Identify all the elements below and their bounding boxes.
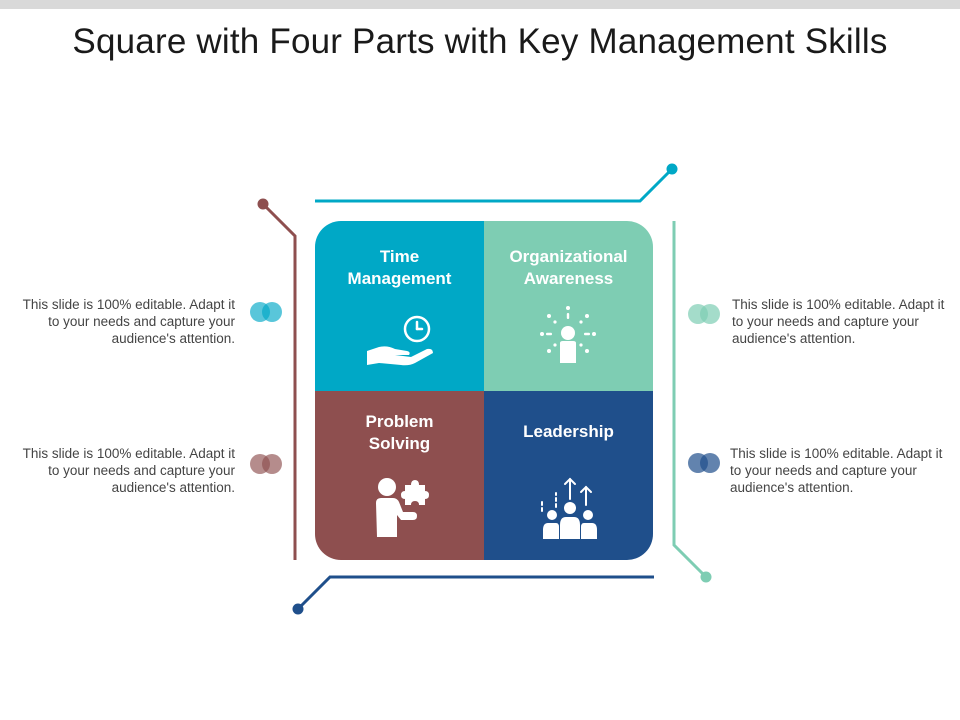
note-bottom-right: This slide is 100% editable. Adapt it to…	[730, 446, 943, 495]
quadrant-problem-solving: Problem Solving	[315, 390, 484, 560]
quadrant-time-management: Time Management	[315, 221, 484, 391]
team-growth-icon	[541, 477, 597, 539]
quadrant-label: Time Management	[347, 247, 452, 288]
note-top-right: This slide is 100% editable. Adapt it to…	[732, 297, 945, 346]
quadrant-organizational-awareness: Organizational Awareness	[484, 221, 653, 391]
quadrant-label: Organizational Awareness	[509, 247, 628, 288]
mint-connector-line	[672, 221, 712, 583]
teal-connector-line	[315, 163, 678, 203]
person-radiating-icon	[540, 306, 596, 363]
slide-title: Square with Four Parts with Key Manageme…	[72, 22, 888, 61]
quadrant-label: Problem Solving	[365, 411, 434, 453]
top-bar	[0, 0, 960, 9]
navy-connector-line	[292, 575, 654, 615]
teal-rings-icon	[250, 302, 282, 322]
person-puzzle-icon	[376, 477, 429, 537]
mint-rings-icon	[688, 304, 720, 324]
hand-clock-icon	[367, 315, 433, 366]
note-top-left: This slide is 100% editable. Adapt it to…	[22, 297, 235, 346]
note-bottom-left: This slide is 100% editable. Adapt it to…	[22, 446, 235, 495]
quadrant-label: Leadership	[523, 421, 614, 441]
navy-rings-icon	[688, 453, 720, 473]
maroon-connector-line	[257, 198, 297, 560]
maroon-rings-icon	[250, 454, 282, 474]
quadrant-leadership: Leadership	[484, 390, 653, 560]
skills-grid: Time Management Organizational Awareness	[315, 221, 653, 560]
